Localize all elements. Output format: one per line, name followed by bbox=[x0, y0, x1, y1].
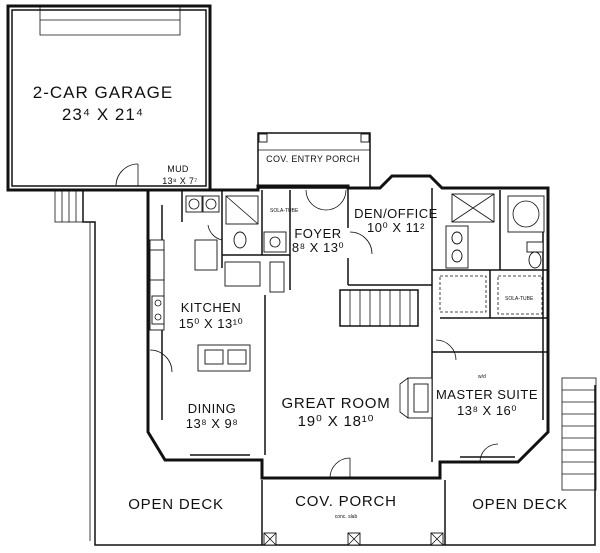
cov-porch-name: COV. PORCH bbox=[295, 493, 397, 510]
den-name: DEN/OFFICE bbox=[354, 206, 438, 221]
garage-dims: 23⁴ X 21⁴ bbox=[62, 105, 144, 124]
garage-structure bbox=[6, 4, 212, 192]
interior-stairs bbox=[339, 289, 419, 327]
fixtures bbox=[149, 193, 545, 419]
wall-note: w/d bbox=[478, 374, 486, 380]
kitchen-dims: 15⁰ X 13¹⁰ bbox=[179, 316, 244, 331]
deck-stairs bbox=[561, 377, 597, 491]
master-name: MASTER SUITE bbox=[436, 387, 538, 402]
great-room-dims: 19⁰ X 18¹⁰ bbox=[298, 413, 375, 430]
foyer-dims: 8⁸ X 13⁰ bbox=[292, 240, 344, 255]
deck-right-name: OPEN DECK bbox=[472, 496, 568, 513]
deck-outline bbox=[82, 190, 596, 546]
dining-dims: 13⁸ X 9⁸ bbox=[186, 416, 239, 431]
garage-steps bbox=[54, 189, 84, 223]
kitchen-name: KITCHEN bbox=[181, 300, 242, 315]
entry-porch-name: COV. ENTRY PORCH bbox=[266, 154, 360, 164]
sola-tube-note-2: SOLA-TUBE bbox=[505, 296, 534, 302]
entry-porch bbox=[257, 132, 371, 189]
garage-name: 2-CAR GARAGE bbox=[33, 83, 173, 102]
sola-tube-note-1: SOLA-TUBE bbox=[270, 208, 299, 214]
mud-dims: 13⁸ X 7⁷ bbox=[162, 176, 197, 186]
mud-name: MUD bbox=[167, 164, 189, 174]
foyer-name: FOYER bbox=[294, 226, 341, 241]
deck-left-name: OPEN DECK bbox=[128, 496, 224, 513]
great-room-name: GREAT ROOM bbox=[281, 395, 390, 412]
doors bbox=[149, 189, 499, 479]
den-dims: 10⁰ X 11² bbox=[367, 220, 425, 235]
master-dims: 13⁸ X 16⁰ bbox=[457, 403, 517, 418]
cov-porch-note: conc. slab bbox=[335, 514, 358, 520]
dining-name: DINING bbox=[188, 401, 237, 416]
